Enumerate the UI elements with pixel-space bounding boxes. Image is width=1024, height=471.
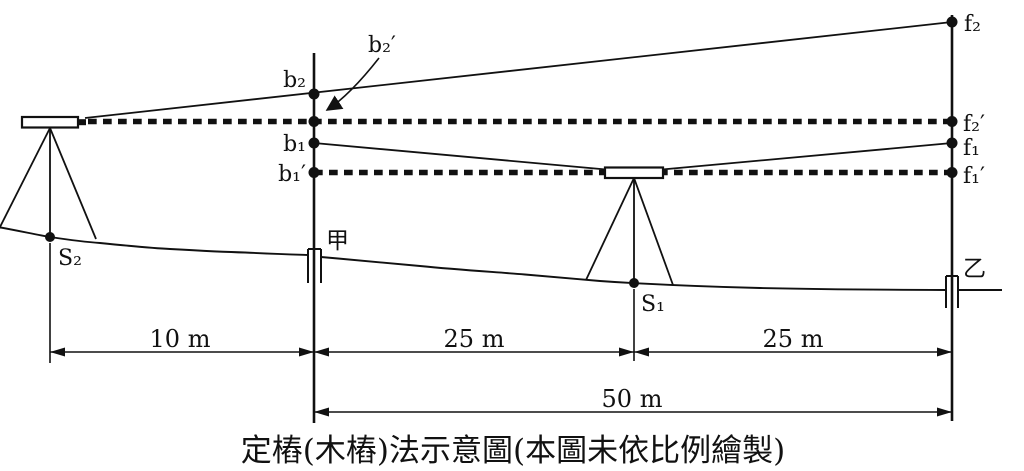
stake-label-jia: 甲 (326, 228, 349, 254)
point-label-b2-prime: b₂′ (368, 33, 396, 58)
point-label-b1: b₁ (283, 132, 306, 157)
dim-arrowhead (50, 347, 65, 357)
stake-jia (307, 248, 322, 283)
dim-arrowhead (314, 347, 329, 357)
dim-arrowhead (937, 407, 952, 417)
stake-label-yi: 乙 (963, 256, 986, 282)
reading-dot-b2-prime (308, 116, 320, 127)
reading-dot-f2 (946, 16, 958, 28)
tripod-right-leg-right (633, 177, 674, 286)
level-instrument-right (603, 166, 665, 180)
dim-arrowhead (937, 347, 952, 357)
diagram-caption: 定樁(木樁)法示意圖(本圖未依比例繪製) (241, 433, 785, 469)
station-dot-s2 (45, 232, 55, 242)
point-label-f1: f₁ (963, 136, 980, 161)
reading-dot-b1 (308, 137, 320, 149)
station-dot-s1 (629, 278, 639, 288)
stake-yi (945, 275, 959, 308)
ground-line-middle (320, 256, 947, 291)
tripod-right-leg-left (585, 177, 635, 281)
level-instrument-left-eyepiece (78, 119, 86, 126)
dim-arrowhead (619, 347, 634, 357)
tripod-left-leg-right (49, 127, 97, 240)
level-instrument-left (20, 115, 80, 129)
reading-dot-f1-prime (946, 167, 958, 178)
reading-dot-f1 (946, 137, 958, 149)
point-label-f2: f₂ (964, 12, 981, 37)
point-label-f1-prime: f₁′ (963, 164, 985, 189)
dim-arrowhead (634, 347, 649, 357)
b2-prime-leader-arrow (325, 57, 380, 111)
station-label-s1: S₁ (641, 292, 665, 317)
point-label-f2-prime: f₂′ (963, 112, 985, 137)
ground-line-left (0, 226, 309, 256)
tripod-left-leg-left (0, 127, 51, 230)
reading-dot-f2-prime (946, 116, 958, 127)
dim-label-25m-left: 25 m (444, 325, 505, 353)
reading-dot-b1-prime (308, 167, 320, 178)
dim-arrowhead (299, 347, 314, 357)
station-label-s2: S₂ (58, 246, 82, 271)
sight-line-b2-f2 (84, 21, 953, 119)
dim-label-10m: 10 m (150, 325, 211, 353)
point-label-b1-prime: b₁′ (278, 162, 306, 187)
dim-arrowhead (314, 407, 329, 417)
dim-label-50m: 50 m (602, 385, 663, 413)
sight-line-f1 (661, 142, 953, 171)
sight-line-b1 (313, 142, 607, 171)
reading-dot-b2 (308, 88, 320, 100)
dim-label-25m-right: 25 m (763, 325, 824, 353)
point-label-b2: b₂ (283, 68, 306, 93)
